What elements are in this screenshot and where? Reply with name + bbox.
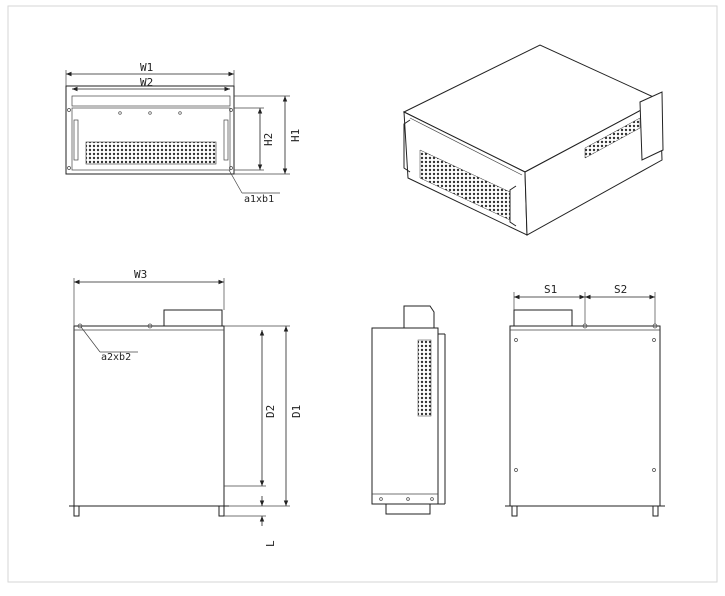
- h1-label: H1: [289, 129, 302, 142]
- side-vent-mesh: [417, 339, 432, 417]
- front-top-strip: [71, 95, 231, 107]
- back-rear-box: [513, 309, 573, 327]
- w3-label: W3: [134, 268, 147, 281]
- s2-label: S2: [614, 283, 627, 296]
- top-view: W3 D1 D2 L a2xb2: [69, 268, 303, 547]
- side-handle: [385, 504, 431, 515]
- top-mount-hole: [147, 323, 153, 329]
- side-screw: [430, 497, 434, 501]
- l-label: L: [264, 540, 277, 547]
- iso-left-handle: [403, 119, 411, 173]
- back-view: S1 S2: [505, 283, 665, 517]
- front-mount-hole: [229, 166, 233, 170]
- front-panel-outline: [65, 85, 235, 175]
- iso-rear-box: [639, 91, 664, 161]
- h2-label: H2: [262, 133, 275, 146]
- back-foot: [511, 505, 518, 517]
- back-hole: [514, 468, 518, 472]
- side-rear-box: [403, 305, 435, 328]
- front-inner-panel: [71, 107, 231, 171]
- isometric-view: [402, 44, 664, 236]
- top-foot: [73, 505, 80, 517]
- front-right-handle: [223, 119, 229, 161]
- front-vent-mesh: [85, 141, 217, 165]
- side-body-outline: [371, 327, 439, 505]
- front-view: W1 W2 H1 H2 a1xb1: [65, 61, 302, 205]
- d2-label: D2: [264, 405, 277, 418]
- a2xb2-label: a2xb2: [101, 352, 131, 363]
- side-screw: [379, 497, 383, 501]
- a2xb2-leader: [80, 326, 101, 353]
- top-foot: [218, 505, 225, 517]
- front-mount-hole: [67, 166, 71, 170]
- front-screw: [118, 111, 122, 115]
- a1xb1-leader: [228, 169, 243, 194]
- front-screw: [178, 111, 182, 115]
- w2-label: W2: [140, 76, 153, 89]
- front-screw: [148, 111, 152, 115]
- back-hole: [652, 468, 656, 472]
- s1-label: S1: [544, 283, 557, 296]
- back-foot: [652, 505, 659, 517]
- top-rear-box: [163, 309, 223, 327]
- a1xb1-label: a1xb1: [244, 194, 274, 205]
- front-mount-hole: [67, 108, 71, 112]
- iso-right-handle: [509, 185, 517, 227]
- d1-label: D1: [290, 405, 303, 418]
- back-hole: [652, 338, 656, 342]
- iso-side-mesh: [584, 117, 641, 159]
- side-view: [371, 305, 446, 515]
- top-mount-hole: [77, 323, 83, 329]
- front-left-handle: [73, 119, 79, 161]
- front-mount-hole: [229, 108, 233, 112]
- back-hole: [514, 338, 518, 342]
- iso-front-edge: [409, 117, 523, 176]
- w1-label: W1: [140, 61, 153, 74]
- side-screw: [406, 497, 410, 501]
